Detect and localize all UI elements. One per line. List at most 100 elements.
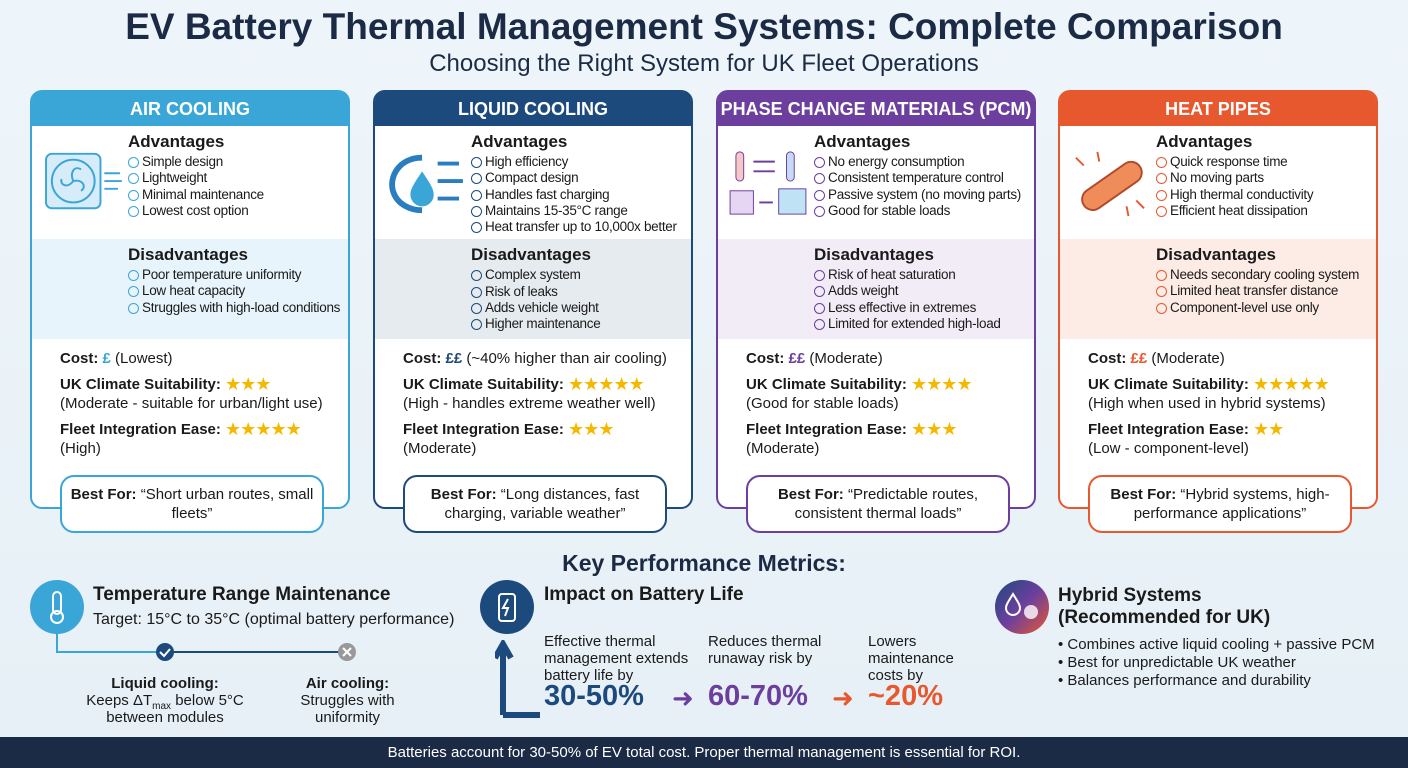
water-drop-icon xyxy=(389,154,463,214)
fleet-label: Fleet Integration Ease: xyxy=(60,421,221,438)
page-subtitle: Choosing the Right System for UK Fleet O… xyxy=(429,50,979,77)
hybrid-icon xyxy=(995,580,1049,634)
climate-note: (Moderate - suitable for urban/light use… xyxy=(60,395,323,412)
best-for-box: Best For: “Hybrid systems, high-performa… xyxy=(1088,475,1352,533)
liquid-cooling-text-end: below 5°C between modules xyxy=(106,692,244,726)
disadvantages-heading: Disadvantages xyxy=(471,245,591,265)
liquid-cooling-label: Liquid cooling: xyxy=(111,675,219,692)
disadvantage-item: Low heat capacity xyxy=(128,283,344,299)
disadvantage-item: Adds vehicle weight xyxy=(471,300,687,316)
liquid-cooling-text: Keeps ΔT xyxy=(86,692,153,709)
climate-note: (Good for stable loads) xyxy=(746,395,899,412)
card-header: AIR COOLING xyxy=(32,92,348,126)
maintenance-value: ~20% xyxy=(868,680,943,712)
hybrid-bullet: • Combines active liquid cooling + passi… xyxy=(1058,636,1375,653)
thermometer-icon xyxy=(30,580,84,634)
fleet-note: (Moderate) xyxy=(746,440,820,457)
hybrid-bullet: • Best for unpredictable UK weather xyxy=(1058,654,1296,671)
best-for-box: Best For: “Long distances, fast charging… xyxy=(403,475,667,534)
cost-label: Cost: xyxy=(403,350,442,368)
fleet-label: Fleet Integration Ease: xyxy=(1088,421,1249,438)
card-header: HEAT PIPES xyxy=(1060,92,1376,126)
advantage-item: No energy consumption xyxy=(814,154,1030,170)
advantages-heading: Advantages xyxy=(128,132,225,151)
footer-banner: Batteries account for 30-50% of EV total… xyxy=(0,737,1408,768)
best-for-label: Best For: xyxy=(70,486,137,503)
page-title: EV Battery Thermal Management Systems: C… xyxy=(125,6,1283,47)
hybrid-bullet: • Balances performance and durability xyxy=(1058,672,1311,689)
cost-label: Cost: xyxy=(1088,350,1127,367)
fleet-star-rating: ★★★★★ xyxy=(225,419,302,439)
advantage-item: Lowest cost option xyxy=(128,203,344,219)
fleet-row: Fleet Integration Ease: ★★★ (Moderate) xyxy=(746,420,1030,458)
disadvantages-heading: Disadvantages xyxy=(1156,245,1276,264)
climate-star-rating: ★★★★ xyxy=(911,374,973,394)
climate-star-rating: ★★★★★ xyxy=(568,374,645,395)
disadvantage-item: Less effective in extremes xyxy=(814,300,1030,316)
fleet-row: Fleet Integration Ease: ★★★★★(High) xyxy=(60,420,344,458)
climate-label: UK Climate Suitability: xyxy=(746,376,907,393)
card-header: LIQUID COOLING xyxy=(375,92,691,126)
best-for-box: Best For: “Predictable routes, consisten… xyxy=(746,475,1010,533)
air-cooling-label: Air cooling: xyxy=(305,675,390,692)
advantage-item: Quick response time xyxy=(1156,154,1372,170)
best-for-text: “Predictable routes, consistent thermal … xyxy=(794,486,979,522)
air-cooling-text: Struggles with uniformity xyxy=(300,692,395,726)
heat-pipe-icon xyxy=(1075,151,1145,217)
cost-note: (~40% higher than air cooling) xyxy=(466,350,667,368)
disadvantage-item: Poor temperature uniformity xyxy=(128,267,344,283)
hybrid-title: Hybrid Systems xyxy=(1058,585,1202,606)
cost-label: Cost: xyxy=(60,350,99,367)
advantage-item: Compact design xyxy=(471,170,687,186)
advantage-item: Simple design xyxy=(128,154,344,170)
cost-note: (Lowest) xyxy=(115,350,173,367)
best-for-box: Best For: “Short urban routes, small fle… xyxy=(60,475,324,533)
ratings-section: Cost: ££ (Moderate)UK Climate Suitabilit… xyxy=(718,339,1034,533)
cost-note: (Moderate) xyxy=(809,350,883,367)
climate-label: UK Climate Suitability: xyxy=(403,376,564,394)
battery-life-text: Effective thermal management extends bat… xyxy=(544,633,689,684)
advantage-item: Maintains 15-35°C range xyxy=(471,203,687,219)
advantage-item: Consistent temperature control xyxy=(814,170,1030,186)
fan-icon xyxy=(45,152,122,210)
cost-row: Cost: ££ (Moderate) xyxy=(1088,349,1372,368)
runaway-value: 60-70% xyxy=(708,680,808,712)
climate-note: (High when used in hybrid systems) xyxy=(1088,395,1326,412)
temperature-target: Target: 15°C to 35°C (optimal battery pe… xyxy=(93,611,455,628)
fleet-star-rating: ★★★ xyxy=(911,419,957,439)
advantage-item: Handles fast charging xyxy=(471,187,687,203)
subscript: max xyxy=(152,701,172,712)
disadvantage-item: Component-level use only xyxy=(1156,300,1372,316)
hybrid-subtitle: (Recommended for UK) xyxy=(1058,607,1271,628)
ratings-section: Cost: ££ (~40% higher than air cooling)U… xyxy=(375,339,691,534)
advantages-heading: Advantages xyxy=(471,132,568,151)
climate-row: UK Climate Suitability: ★★★(Moderate - s… xyxy=(60,375,344,413)
arrow-icon: ➜ xyxy=(832,683,854,713)
runaway-text: Reduces thermal runaway risk by xyxy=(708,633,822,667)
cost-symbol: ££ xyxy=(788,350,806,367)
metrics-title: Key Performance Metrics: xyxy=(562,550,846,576)
battery-title: Impact on Battery Life xyxy=(544,584,744,605)
fleet-note: (Moderate) xyxy=(403,440,477,458)
climate-row: UK Climate Suitability: ★★★★★(High - han… xyxy=(403,375,687,413)
best-for-text: “Short urban routes, small fleets” xyxy=(140,486,314,522)
fleet-label: Fleet Integration Ease: xyxy=(746,421,907,438)
climate-star-rating: ★★★★★ xyxy=(1253,374,1330,394)
fleet-star-rating: ★★ xyxy=(1253,419,1284,439)
cost-row: Cost: £ (Lowest) xyxy=(60,349,344,368)
disadvantage-item: Risk of heat saturation xyxy=(814,267,1030,283)
climate-label: UK Climate Suitability: xyxy=(1088,376,1249,393)
